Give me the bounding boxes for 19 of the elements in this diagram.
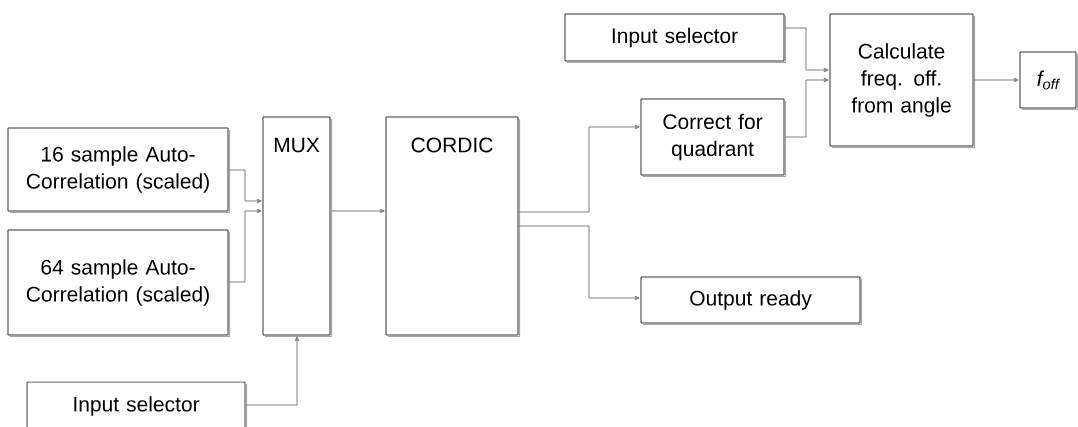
arrow <box>784 27 829 73</box>
process-box: Input selector <box>564 13 787 64</box>
process-box: Correct for quadrant <box>640 98 787 178</box>
process-box: Output ready <box>640 276 863 326</box>
arrow <box>245 336 300 406</box>
arrow <box>228 169 262 204</box>
process-box: Input selector <box>26 381 248 427</box>
arrow <box>518 225 640 301</box>
arrow <box>784 77 829 138</box>
arrow <box>518 124 640 213</box>
process-box: Calculate freq. off. from angle <box>829 13 976 149</box>
process-box: 64 sample Auto-Correlation (scaled) <box>7 229 231 338</box>
arrow <box>228 208 262 283</box>
cordic-block: CORDIC <box>385 116 521 338</box>
arrow <box>330 208 385 214</box>
process-box: 16 sample Auto-Correlation (scaled) <box>7 127 231 214</box>
arrow <box>973 77 1019 83</box>
process-box: f$_{off}$ <box>1019 51 1078 111</box>
mux-block: MUX <box>262 116 333 338</box>
